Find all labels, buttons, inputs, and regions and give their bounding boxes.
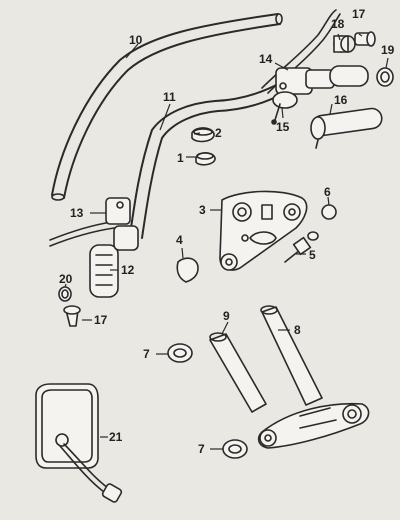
callout-1: 1 (177, 151, 184, 165)
part-13-left-lever (49, 197, 131, 247)
callout-8: 8 (294, 323, 301, 337)
part-15-switch (271, 91, 298, 125)
callout-14: 14 (259, 52, 273, 66)
part-4-clamp-half (176, 257, 199, 283)
leader-lines (64, 33, 389, 450)
part-7-bearing-upper (167, 343, 193, 363)
part-21-mirror (35, 383, 123, 503)
part-1-rubber (195, 151, 216, 166)
part-8-steering-stem (257, 305, 370, 449)
part-17-end-cap-left (63, 305, 81, 327)
callout-7-upper: 7 (143, 347, 150, 361)
part-6-ball (321, 204, 337, 220)
callout-19: 19 (381, 43, 395, 57)
part-16-right-grip (310, 107, 383, 149)
part-3-top-clamp (219, 190, 308, 271)
part-7-bearing-lower (222, 439, 248, 459)
callout-6: 6 (324, 185, 331, 199)
part-17-end-cap-top (354, 31, 376, 47)
part-9-fork-tube (209, 332, 267, 413)
callout-18: 18 (331, 17, 345, 31)
callout-labels: 10 11 18 17 19 14 16 15 2 1 6 3 13 4 5 2… (59, 7, 395, 456)
part-2-rubber (191, 127, 215, 143)
part-11-handlebar (129, 81, 287, 239)
callout-2: 2 (215, 126, 222, 140)
callout-7-lower: 7 (198, 442, 205, 456)
part-19-grommet (376, 67, 394, 87)
part-10-handlebar (51, 13, 283, 201)
part-20-grommet (58, 286, 72, 302)
part-12-left-grip (89, 225, 139, 298)
callout-4: 4 (176, 233, 183, 247)
callout-17-left: 17 (94, 313, 108, 327)
callout-11: 11 (163, 90, 176, 104)
callout-13: 13 (70, 206, 84, 220)
callout-3: 3 (199, 203, 206, 217)
callout-21: 21 (109, 430, 123, 444)
part-14-right-lever (261, 9, 369, 95)
part-18-bush (333, 35, 356, 53)
callout-10: 10 (129, 33, 143, 47)
callout-16: 16 (334, 93, 348, 107)
callout-17-top: 17 (352, 7, 366, 21)
callout-12: 12 (121, 263, 135, 277)
callout-9: 9 (223, 309, 230, 323)
callout-5: 5 (309, 248, 316, 262)
callout-15: 15 (276, 120, 290, 134)
part-5-bolt (284, 231, 319, 263)
callout-20: 20 (59, 272, 73, 286)
